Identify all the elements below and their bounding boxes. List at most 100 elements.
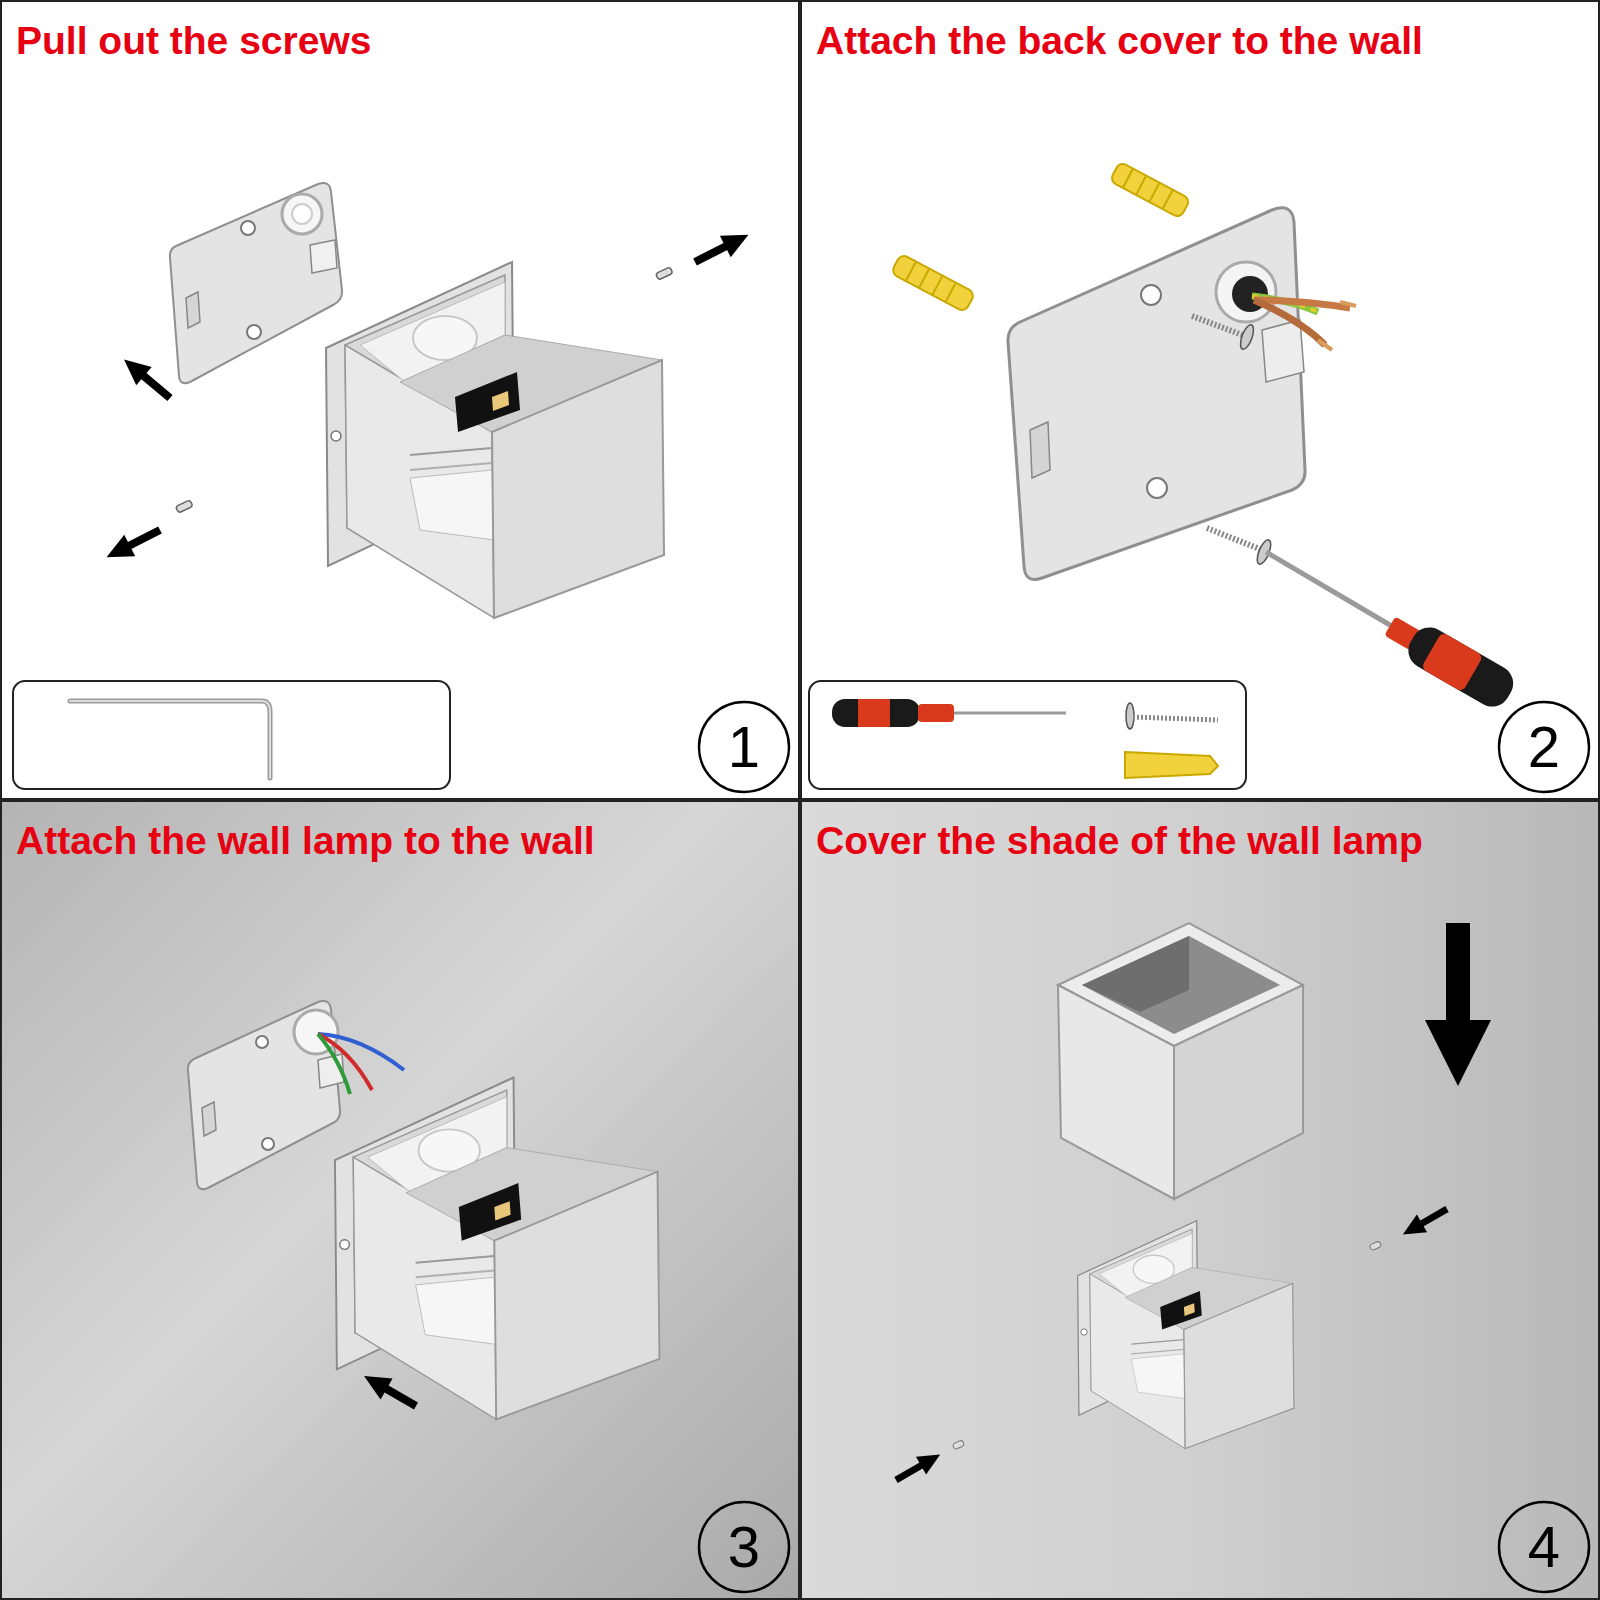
panel-background <box>800 800 1600 1600</box>
back-cover <box>294 1010 338 1054</box>
panel-background <box>0 800 1600 1600</box>
screwdriver <box>1266 552 1520 713</box>
step-number-text: 2 <box>1497 700 1591 794</box>
cable <box>318 1034 350 1094</box>
step-panel: Attach the back cover to the wall 2 <box>800 0 1600 800</box>
arrow <box>1425 1020 1491 1086</box>
back-cover <box>241 221 255 235</box>
wall-anchor <box>891 254 975 313</box>
wall-lamp-body <box>1078 1221 1294 1449</box>
cable <box>1254 300 1325 345</box>
wall-anchor <box>1123 169 1173 210</box>
tool-box <box>1133 717 1218 720</box>
screw <box>655 267 672 280</box>
tool-box <box>809 681 1246 789</box>
back-cover <box>202 1102 216 1136</box>
step-number: 2 <box>1497 700 1591 794</box>
wall-lamp-body <box>335 1078 659 1420</box>
arrow <box>891 923 1491 1489</box>
tool-box <box>858 699 890 727</box>
cable <box>1252 296 1356 350</box>
step-heading: Cover the shade of the wall lamp <box>816 818 1586 864</box>
tool-box <box>954 712 1066 715</box>
tool-box <box>70 701 270 778</box>
arrow <box>690 224 754 273</box>
back-cover <box>1147 478 1167 498</box>
cable <box>1318 302 1356 350</box>
arrow <box>891 1446 945 1489</box>
step-number: 4 <box>1497 1500 1591 1594</box>
arrow <box>101 519 165 568</box>
screwdriver <box>1402 621 1520 713</box>
step-panel: Attach the wall lamp to the wall 3 <box>0 800 800 1600</box>
back-cover <box>310 240 337 273</box>
step-heading: Attach the wall lamp to the wall <box>16 818 786 864</box>
tool-box <box>70 701 270 778</box>
screwdriver <box>1421 632 1484 692</box>
wall-lamp-body <box>326 262 664 618</box>
step-panel: Cover the shade of the wall lamp 4 <box>800 800 1600 1600</box>
wall-lamp-body <box>1078 1221 1294 1449</box>
screw <box>175 500 192 513</box>
back-cover <box>262 1138 274 1150</box>
tool-box <box>13 681 450 789</box>
lamp-shade <box>1058 985 1174 1199</box>
step-number-text: 1 <box>697 700 791 794</box>
lamp-shade <box>1174 985 1303 1199</box>
step-number: 1 <box>697 700 791 794</box>
step-heading: Attach the back cover to the wall <box>816 18 1586 64</box>
tool-box <box>1125 752 1218 778</box>
step-number-text: 4 <box>1497 1500 1591 1594</box>
arrow <box>116 350 177 407</box>
screw <box>1192 316 1274 566</box>
tool-box <box>13 681 450 789</box>
back-cover <box>188 1001 344 1189</box>
screw <box>1369 1241 1382 1251</box>
back-cover <box>170 183 342 383</box>
tool-box <box>832 699 920 727</box>
back-cover <box>170 183 342 383</box>
screw <box>175 267 672 513</box>
screwdriver <box>1379 608 1520 713</box>
back-cover <box>1141 285 1161 305</box>
wall-lamp-body <box>326 262 664 618</box>
screw <box>1238 323 1256 351</box>
step-number: 3 <box>697 1500 791 1594</box>
cable <box>318 1034 404 1094</box>
arrow <box>1398 1200 1452 1243</box>
step-panel: Pull out the screws 1 <box>0 0 800 800</box>
back-cover <box>1216 262 1276 322</box>
tool-box <box>1126 703 1134 729</box>
tool-box <box>809 681 1246 789</box>
wall-anchor <box>1110 162 1191 219</box>
back-cover <box>292 204 312 224</box>
arrow <box>1446 923 1470 1023</box>
wall-anchor <box>1110 162 1191 219</box>
screw <box>952 1241 1382 1450</box>
back-cover <box>1008 208 1305 580</box>
arrow <box>358 1366 422 1417</box>
wall-anchor <box>906 262 956 303</box>
back-cover <box>1030 422 1050 478</box>
screwdriver <box>1266 552 1395 628</box>
back-cover <box>188 1001 340 1189</box>
back-cover <box>186 292 200 328</box>
screw <box>1207 528 1262 550</box>
wall-anchor <box>891 162 1191 313</box>
screw <box>952 1440 965 1450</box>
tool-box <box>918 704 954 722</box>
wall-anchor <box>891 254 975 313</box>
step-heading: Pull out the screws <box>16 18 786 64</box>
back-cover <box>282 194 322 234</box>
panel-background <box>0 800 800 1600</box>
lamp-shade <box>1058 923 1303 1199</box>
wall-lamp-body <box>335 1078 659 1420</box>
screw <box>1192 316 1245 336</box>
back-cover <box>1008 208 1305 580</box>
step-number-text: 3 <box>697 1500 791 1594</box>
back-cover <box>247 325 261 339</box>
arrow <box>358 1366 422 1417</box>
back-cover <box>256 1036 268 1048</box>
